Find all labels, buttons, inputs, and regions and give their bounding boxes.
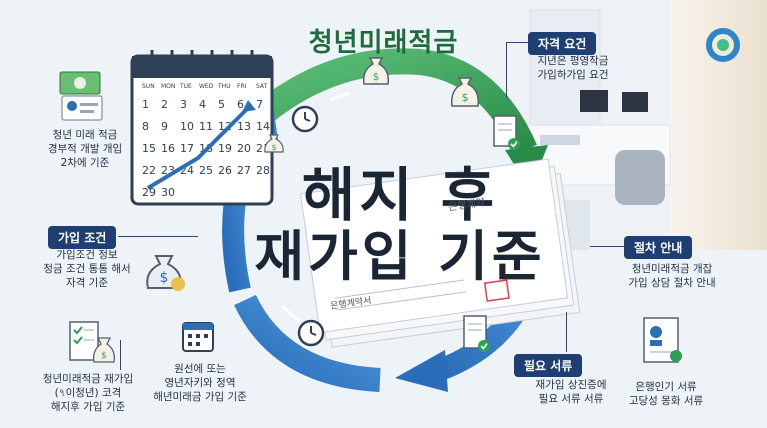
paper-stack xyxy=(299,158,581,348)
calendar-date: 15 xyxy=(142,142,156,155)
calendar-date: 27 xyxy=(237,164,251,177)
join-condition-text: 가입조건 정보 청금 조건 통통 해서 자격 기준 xyxy=(43,249,131,290)
join-condition-badge: 가입 조건 xyxy=(48,226,117,249)
connector-line xyxy=(566,312,567,352)
blue-arrow-bottom xyxy=(234,294,381,392)
calendar-day-label: FRI xyxy=(237,83,247,90)
calendar-date: 11 xyxy=(199,120,213,133)
calendar-date: 30 xyxy=(161,186,175,199)
calendar-date: 14 xyxy=(256,120,270,133)
svg-text:$: $ xyxy=(160,270,169,286)
calendar-date: 20 xyxy=(237,142,251,155)
connector-line xyxy=(590,246,624,247)
left-top-text: 청년 미래 적금 경부적 개발 개입 2차에 기준 xyxy=(47,129,123,170)
calendar-date: 17 xyxy=(180,142,194,155)
svg-text:$: $ xyxy=(373,72,379,83)
calendar-day-label: THU xyxy=(217,83,231,90)
calendar-date: 9 xyxy=(161,120,168,133)
calendar-date: 16 xyxy=(161,142,175,155)
connector-line xyxy=(120,340,121,370)
procedure-text: 청년미래적금 개잡 가입 상담 절차 안내 xyxy=(628,263,716,290)
bottom-left-text: 청년미래적금 재가입 (৭이청년) 코격 해지후 가입 기준 xyxy=(42,373,134,414)
calendar-date: 28 xyxy=(256,164,270,177)
money-bag-icon: $ xyxy=(264,134,284,153)
svg-text:$: $ xyxy=(271,143,276,152)
eligibility-badge: 자격 요건 xyxy=(528,32,597,55)
calendar-day-label: SUN xyxy=(142,83,155,90)
connector-line xyxy=(506,42,507,98)
calendar-date: 7 xyxy=(256,98,263,111)
green-arrow-top xyxy=(246,48,537,156)
calendar-date: 10 xyxy=(180,120,194,133)
calendar-date: 22 xyxy=(142,164,156,177)
office-background xyxy=(510,0,767,250)
headline-line-1: 해지 후 xyxy=(301,161,499,229)
svg-text:$: $ xyxy=(101,351,107,361)
money-bag-icon: $ xyxy=(362,57,390,85)
calendar-day-label: WED xyxy=(199,83,214,90)
calendar-date: 6 xyxy=(237,98,244,111)
calendar-date: 3 xyxy=(180,98,187,111)
calendar-date: 19 xyxy=(218,142,232,155)
document-icon xyxy=(493,115,520,150)
svg-text:$: $ xyxy=(462,91,469,104)
bottom-mid-text: 원선에 또는 영년자키와 정역 해년미래금 가입 기준 xyxy=(153,363,247,404)
clock-icon xyxy=(297,319,325,347)
headline-line-2: 재가입 기준 xyxy=(254,225,546,288)
calendar-date: 29 xyxy=(142,186,156,199)
money-bag-icon: $ xyxy=(450,77,480,107)
calendar-date: 1 xyxy=(142,98,149,111)
calendar-date: 4 xyxy=(199,98,206,111)
office-illustration xyxy=(510,0,767,250)
calendar-date: 25 xyxy=(199,164,213,177)
calendar-date: 5 xyxy=(218,98,225,111)
documents-text: 재가입 상진증에 필요 서류 서류 xyxy=(535,379,607,406)
trend-arrow xyxy=(146,106,250,190)
calendar-day-label: TUE xyxy=(179,83,192,90)
blue-arrowhead-bottom xyxy=(395,350,448,392)
calendar-day-label: MON xyxy=(161,83,175,90)
calendar-date: 2 xyxy=(161,98,168,111)
calendar-day-label: SAT xyxy=(256,83,268,90)
document-icon xyxy=(463,315,490,352)
clock-icon xyxy=(291,105,319,133)
checklist-icon: $ xyxy=(69,321,115,363)
connector-line xyxy=(118,236,198,237)
money-icon xyxy=(59,71,103,121)
documents-badge: 필요 서류 xyxy=(514,354,583,377)
user-card-icon xyxy=(643,317,682,363)
title: 청년미래적금 xyxy=(308,28,459,58)
eligibility-text: 지년은 평영작금 가입하가입 요건 xyxy=(537,55,609,82)
calendar-date: 26 xyxy=(218,164,232,177)
connector-line xyxy=(506,42,528,43)
procedure-badge: 절차 안내 xyxy=(624,236,693,259)
bottom-right-text: 은행인기 서류 고당성 몽화 서류 xyxy=(628,381,704,408)
calendar-date: 8 xyxy=(142,120,149,133)
money-bag-icon: $ xyxy=(146,255,185,291)
calendar-icon xyxy=(182,322,214,352)
calendar-date: 13 xyxy=(237,120,251,133)
